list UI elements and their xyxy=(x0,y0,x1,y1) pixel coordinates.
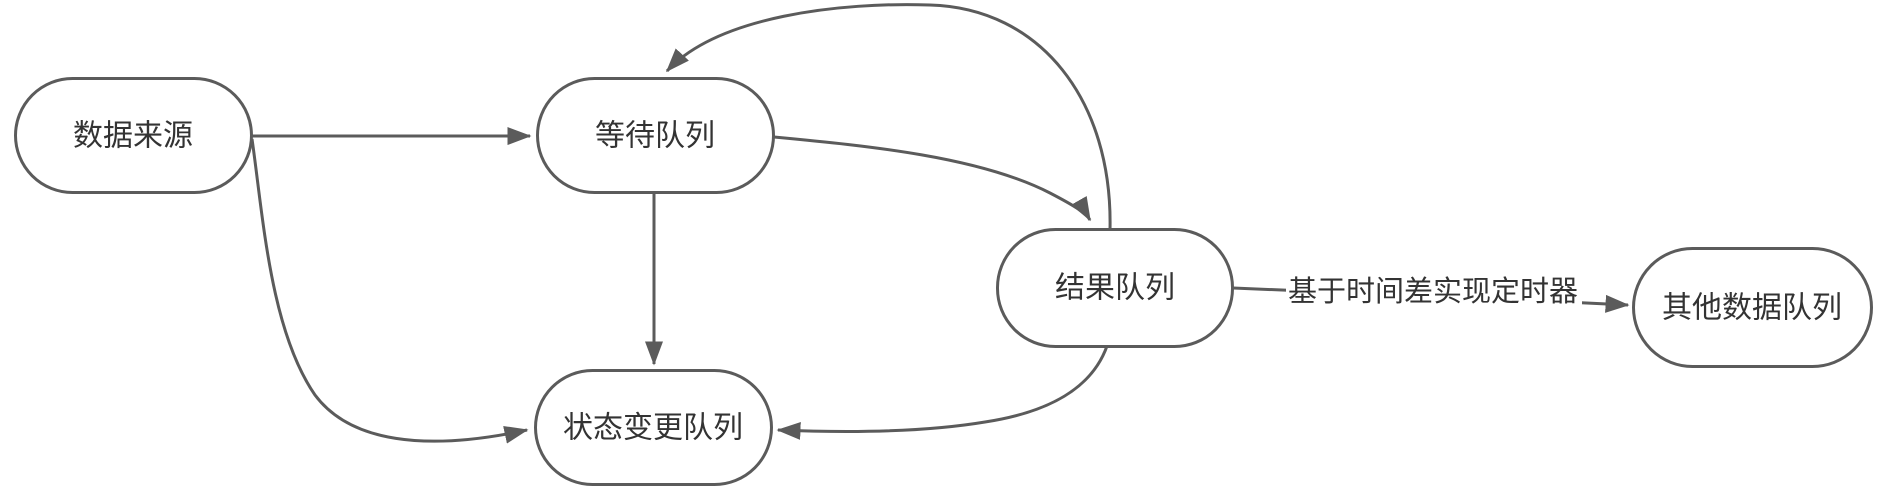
node-data-source-shape[interactable] xyxy=(14,77,253,194)
node-data-source-label: 数据来源 xyxy=(73,120,193,153)
node-result-queue-shape[interactable] xyxy=(996,228,1234,348)
node-result-queue-label: 结果队列 xyxy=(1055,272,1175,305)
edge-label-timer-bg xyxy=(1286,268,1582,314)
node-waiting-queue[interactable]: 等待队列 xyxy=(536,77,775,194)
node-other-data-queue-shape[interactable] xyxy=(1632,247,1873,368)
edge-label-timer[interactable]: 基于时间差实现定时器 xyxy=(1286,268,1582,314)
edge-data-source-to-status-change-queue[interactable] xyxy=(250,138,529,444)
node-status-change-queue-shape[interactable] xyxy=(534,369,773,486)
node-other-data-queue[interactable]: 其他数据队列 xyxy=(1632,247,1873,368)
edge-result-queue-to-status-change-queue[interactable] xyxy=(776,345,1109,440)
edge-result-queue-to-waiting-queue[interactable] xyxy=(665,3,1112,231)
edge-waiting-queue-to-result-queue[interactable] xyxy=(773,135,1092,222)
node-other-data-queue-label: 其他数据队列 xyxy=(1662,292,1842,325)
edge-label-timer-text: 基于时间差实现定时器 xyxy=(1288,275,1578,308)
node-result-queue[interactable]: 结果队列 xyxy=(996,228,1234,348)
node-status-change-queue[interactable]: 状态变更队列 xyxy=(534,369,773,486)
node-status-change-queue-label: 状态变更队列 xyxy=(563,412,743,445)
node-waiting-queue-label: 等待队列 xyxy=(595,120,715,153)
node-data-source[interactable]: 数据来源 xyxy=(14,77,253,194)
